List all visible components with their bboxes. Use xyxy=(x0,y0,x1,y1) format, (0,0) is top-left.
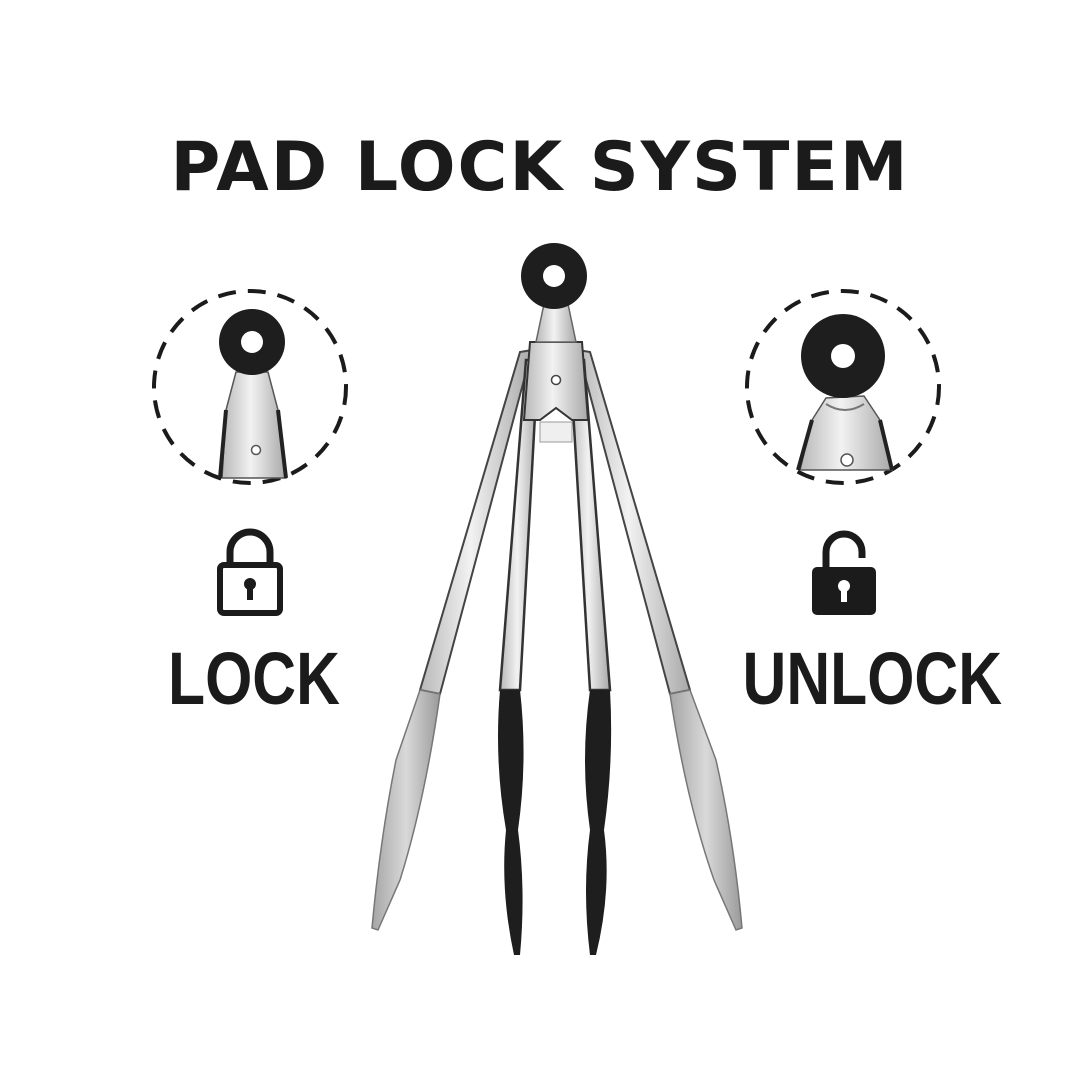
unlock-label: UNLOCK xyxy=(742,637,1003,720)
padlock-closed-icon xyxy=(217,528,283,616)
tongs-illustration xyxy=(371,243,743,955)
unlock-detail-dashed-circle xyxy=(745,289,941,485)
tongs-right-silicone-tip xyxy=(585,690,612,955)
padlock-open-icon xyxy=(812,530,876,615)
page-title: PAD LOCK SYSTEM xyxy=(170,128,910,207)
unlock-detail xyxy=(745,289,941,485)
tongs-left-silicone-tip xyxy=(498,690,524,955)
lock-detail xyxy=(152,289,348,485)
lock-detail-dashed-circle xyxy=(152,289,348,485)
lock-detail-tong-head xyxy=(221,371,287,479)
lock-label: LOCK xyxy=(168,637,340,720)
